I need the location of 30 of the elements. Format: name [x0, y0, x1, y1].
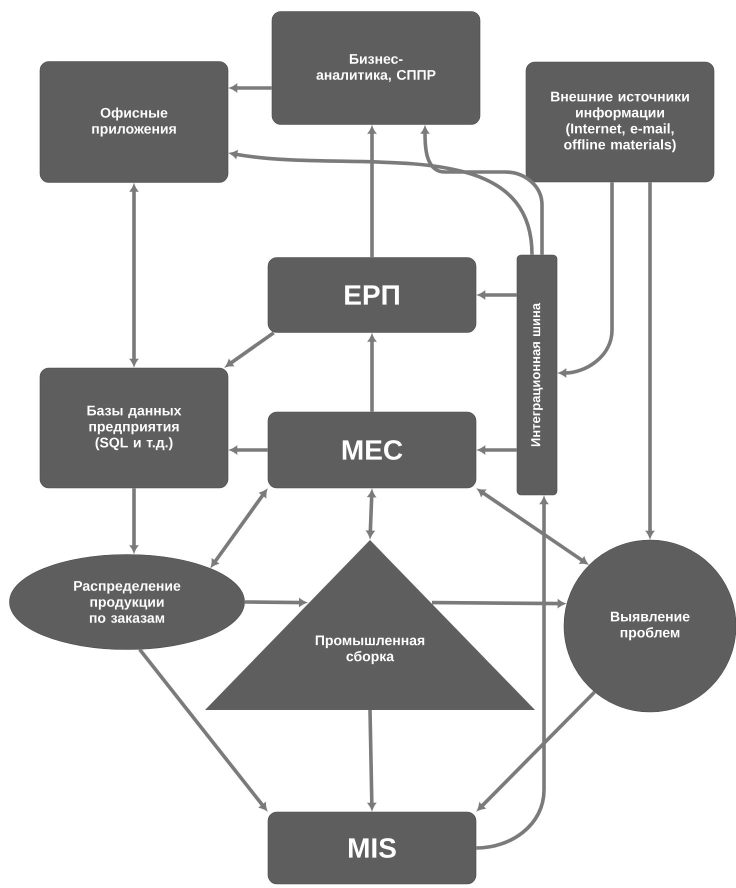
- arrow: [477, 690, 596, 811]
- arrow: [130, 488, 138, 553]
- arrow: [476, 497, 548, 850]
- process-box: Бизнес-аналитика, СППР: [272, 11, 480, 125]
- arrow: [230, 84, 272, 92]
- process-box: Базы данных предприятия (SQL и т.д.): [40, 368, 228, 488]
- arrow: [226, 331, 275, 368]
- process-box: МЕС: [268, 412, 476, 488]
- arrow: [244, 598, 306, 606]
- arrow: [478, 291, 517, 299]
- arrow: [478, 446, 517, 454]
- process-box: Внешние источники информации (Internet, e-mail, offline materials): [526, 62, 714, 182]
- arrow: [230, 150, 534, 255]
- arrow: [368, 334, 376, 412]
- arrow: [366, 490, 376, 538]
- process-box: ЕРП: [268, 257, 476, 333]
- arrow: [421, 126, 544, 255]
- arrow: [138, 648, 267, 811]
- arrow: [210, 490, 268, 567]
- arrow: [478, 488, 588, 564]
- arrow: [646, 182, 654, 538]
- arrow: [368, 710, 376, 810]
- arrow: [432, 600, 565, 608]
- arrow: [368, 126, 376, 258]
- bus-bar: Интеграционная шина: [516, 254, 558, 496]
- process-box: Офисные приложения: [40, 61, 228, 183]
- arrow: [130, 184, 138, 366]
- arrow: [230, 446, 268, 454]
- arrow: [559, 182, 614, 377]
- process-box: MIS: [268, 812, 476, 884]
